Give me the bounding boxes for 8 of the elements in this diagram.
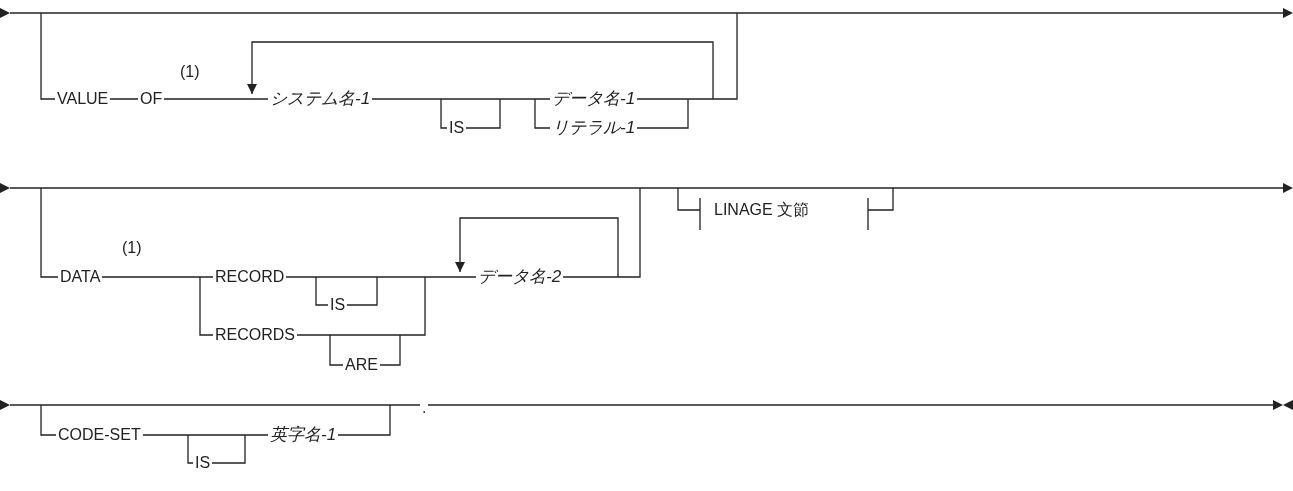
footnote-marker: (1) <box>179 62 201 82</box>
variable-name-text: データ名-1 <box>550 89 638 109</box>
variable-name-text: 英字名-1 <box>268 425 339 445</box>
variable-name-text: データ名-2 <box>476 267 564 287</box>
variable-name-text: システム名-1 <box>268 89 373 109</box>
variable-name-text: リテラル-1 <box>550 118 638 138</box>
keyword-text: LINAGE 文節 <box>712 200 812 220</box>
footnote-marker: (1) <box>121 238 143 258</box>
